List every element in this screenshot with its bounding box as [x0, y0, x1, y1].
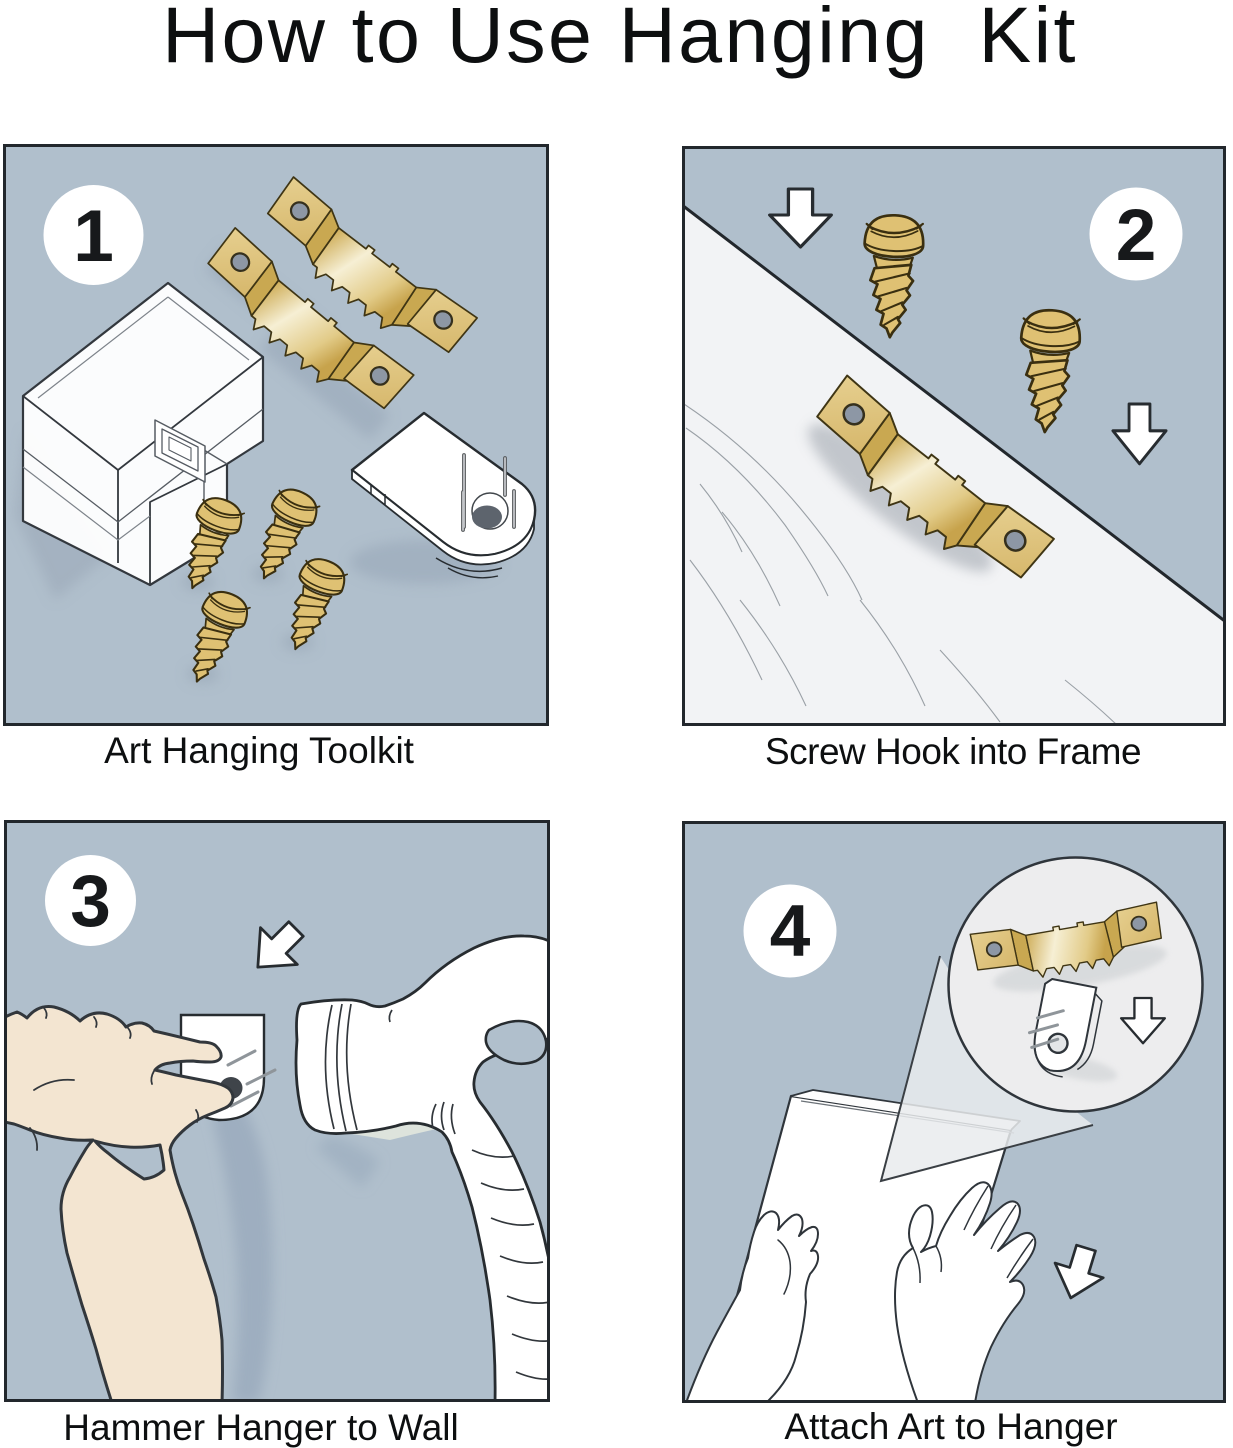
svg-text:2: 2 [1116, 195, 1157, 276]
svg-text:Screw Hook into Frame: Screw Hook into Frame [765, 731, 1141, 772]
svg-text:3: 3 [70, 861, 111, 942]
svg-text:4: 4 [770, 891, 811, 972]
svg-text:How to Use Hanging Kit: How to Use Hanging Kit [162, 0, 1078, 79]
svg-text:1: 1 [73, 196, 114, 277]
svg-text:Attach Art to Hanger: Attach Art to Hanger [784, 1406, 1117, 1447]
svg-text:Art Hanging Toolkit: Art Hanging Toolkit [104, 730, 415, 771]
svg-text:Hammer Hanger to Wall: Hammer Hanger to Wall [63, 1407, 458, 1448]
